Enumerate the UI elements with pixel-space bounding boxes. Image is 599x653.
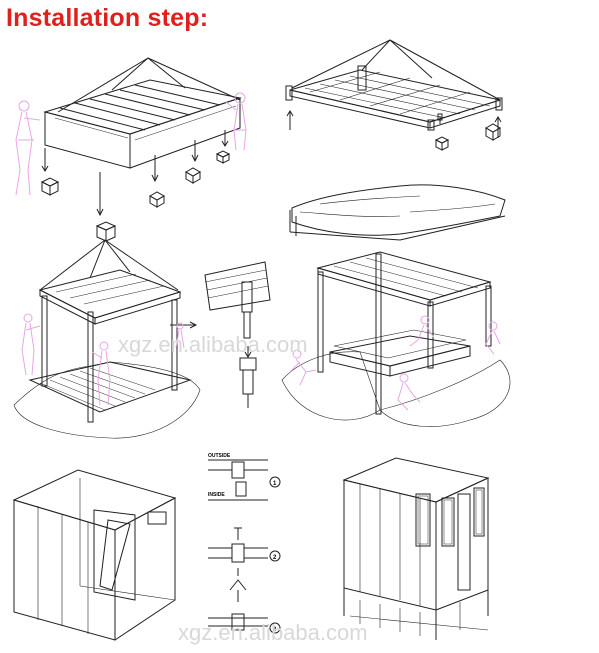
step-number-3: 3	[273, 627, 277, 633]
step-base-ground	[289, 184, 506, 241]
step-column-detail	[204, 261, 271, 408]
step-number-2: 2	[273, 555, 277, 561]
worker-figures	[15, 92, 247, 196]
worker-figures-2	[21, 313, 185, 406]
step-container-open	[12, 469, 177, 641]
watermark-bottom: xgz.en.alibaba.com	[178, 620, 368, 645]
label-inside: INSIDE	[208, 492, 225, 498]
worker-figures-3	[289, 315, 501, 411]
step-columns-install	[13, 239, 201, 439]
step-container-complete	[342, 457, 490, 640]
step-panel-joint-detail	[208, 459, 281, 634]
step-wall-panels	[281, 251, 511, 427]
watermark-top: xgz.en.alibaba.com	[118, 332, 308, 357]
page-title: Installation step:	[6, 4, 209, 32]
label-outside: OUTSIDE	[208, 453, 231, 459]
step-number-1: 1	[273, 481, 277, 487]
step-floor-frame-lift	[285, 39, 503, 151]
step-roof-frame-lift	[40, 57, 242, 242]
